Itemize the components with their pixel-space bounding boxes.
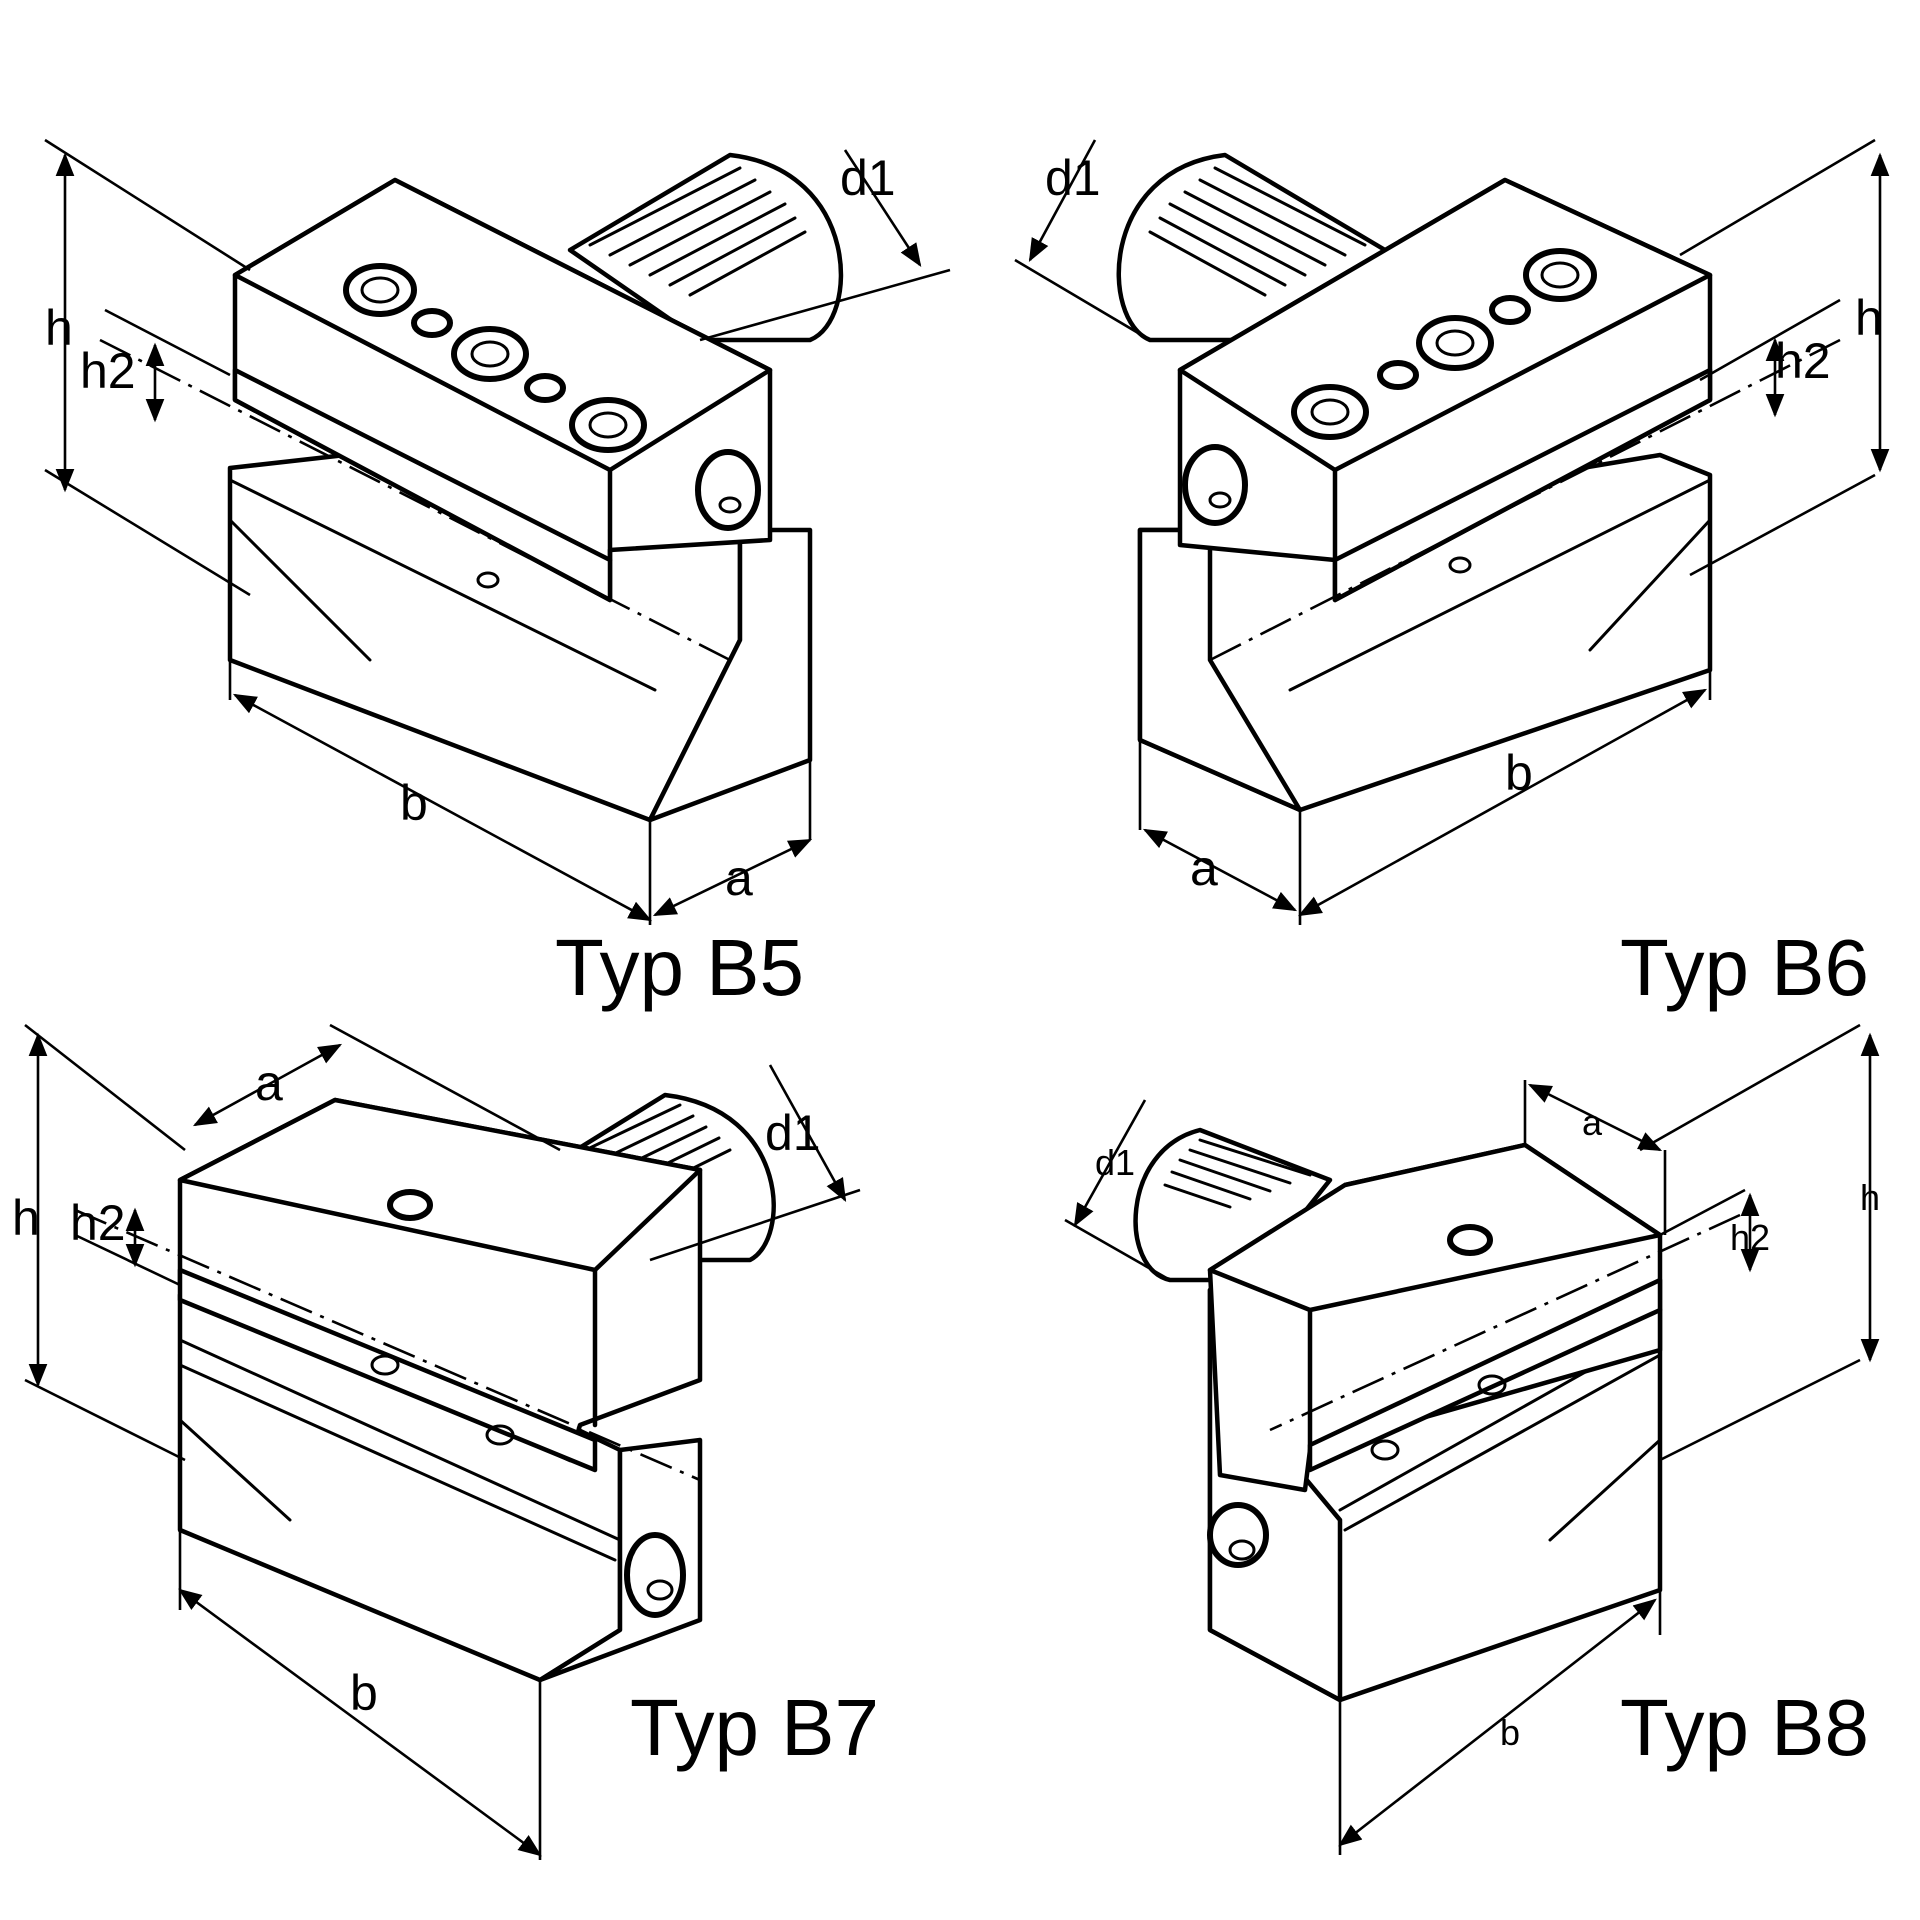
figure-b7: d1 h h2 a b Typ B7 <box>12 1023 879 1860</box>
b8-title: Typ B8 <box>1620 1683 1869 1772</box>
b7-dim-d1 <box>768 1064 847 1203</box>
b8-dim-d1 <box>1073 1099 1147 1228</box>
figure-b6: d1 h h2 b a Typ B6 <box>1014 138 1890 1012</box>
b6-dim-b <box>1297 688 1708 917</box>
b7-serrations <box>573 1103 732 1189</box>
b6-dim-d1 <box>1028 139 1097 263</box>
b8-label-h2: h2 <box>1730 1217 1770 1258</box>
b8-label-d1: d1 <box>1095 1142 1135 1183</box>
b5-label-d1: d1 <box>840 150 896 206</box>
b5-title: Typ B5 <box>555 923 804 1012</box>
figure-b5: d1 h h2 b a Typ B5 <box>44 138 951 1012</box>
b7-label-d1: d1 <box>765 1105 821 1161</box>
b5-dim-a <box>652 838 813 917</box>
b5-label-a: a <box>725 850 753 906</box>
b6-label-b: b <box>1505 745 1533 801</box>
b5-label-h2: h2 <box>80 343 136 399</box>
b5-head-block <box>232 177 773 603</box>
b5-dim-d1 <box>843 149 922 267</box>
b6-label-d1: d1 <box>1045 150 1101 206</box>
b7-label-a: a <box>255 1055 283 1111</box>
b5-serrations <box>588 166 807 297</box>
b8-dim-b <box>1338 1598 1657 1847</box>
b6-serrations <box>1148 166 1367 297</box>
b7-label-b: b <box>350 1665 378 1721</box>
b5-label-h: h <box>45 300 73 356</box>
b7-title: Typ B7 <box>630 1683 879 1772</box>
b8-dim-a <box>1527 1083 1663 1152</box>
b8-label-h: h <box>1860 1177 1880 1218</box>
b6-dim-a <box>1142 828 1298 912</box>
b5-dim-b <box>232 693 653 922</box>
b8-serrations <box>1163 1138 1312 1209</box>
b5-shank <box>567 152 844 343</box>
b6-label-h: h <box>1855 290 1883 346</box>
b7-head-block <box>177 1097 703 1473</box>
b8-holes <box>1207 1224 1507 1568</box>
b7-holes <box>370 1189 686 1618</box>
b8-label-a: a <box>1582 1102 1603 1143</box>
b6-holes <box>1182 248 1597 574</box>
b5-label-b: b <box>400 775 428 831</box>
b7-dim-a <box>192 1043 343 1127</box>
figure-b8: d1 h h2 a b Typ B8 <box>1064 1023 1880 1855</box>
b6-title: Typ B6 <box>1620 923 1869 1012</box>
b6-label-h2: h2 <box>1775 333 1831 389</box>
b7-label-h: h <box>12 1190 40 1246</box>
b8-label-b: b <box>1500 1712 1520 1753</box>
b7-label-h2: h2 <box>70 1195 126 1251</box>
b7-dim-b <box>178 1588 542 1857</box>
b8-head-block <box>1207 1142 1663 1493</box>
b6-label-a: a <box>1190 840 1218 896</box>
b5-holes <box>343 263 761 589</box>
